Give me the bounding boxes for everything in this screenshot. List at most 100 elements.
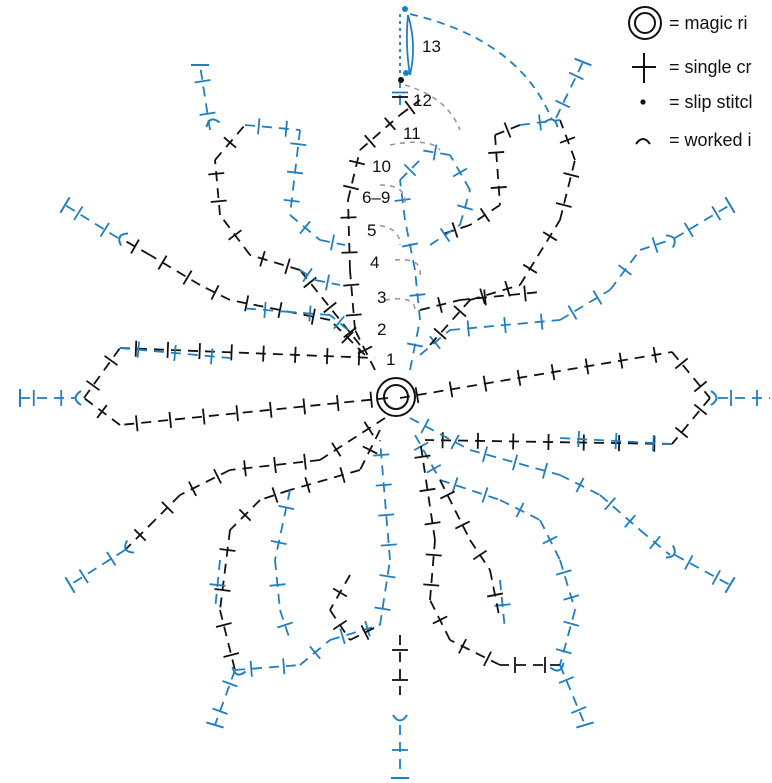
single-crochet-mark: [432, 615, 448, 625]
single-crochet-mark: [604, 497, 616, 511]
single-crochet-mark: [213, 468, 222, 484]
single-crochet-mark: [384, 117, 396, 131]
single-crochet-mark: [343, 184, 359, 191]
yarn-segment: [555, 61, 584, 119]
single-crochet-mark: [426, 464, 442, 474]
yarn-segment: [349, 269, 356, 331]
yarn-segment: [274, 489, 291, 561]
single-crochet-mark: [325, 348, 329, 365]
single-crochet-mark: [339, 628, 346, 645]
single-crochet-mark: [649, 535, 661, 550]
single-crochet-mark: [567, 305, 578, 320]
single-crochet-mark: [479, 207, 491, 223]
single-crochet-mark: [563, 172, 580, 178]
yarn-segment: [674, 204, 731, 239]
single-crochet-mark: [466, 320, 470, 337]
single-crochet-mark: [269, 401, 273, 418]
single-crochet-mark: [290, 142, 307, 146]
single-crochet-mark: [343, 283, 360, 287]
worked-in-arc: [231, 666, 247, 676]
join-arc: [379, 184, 406, 206]
yarn-segment: [439, 479, 501, 501]
single-crochet-mark: [309, 645, 321, 660]
yarn-segment: [319, 239, 346, 246]
yarn-segment: [599, 494, 641, 531]
yarn-segment: [244, 124, 301, 131]
round-label-2: 2: [377, 320, 386, 339]
single-crochet-mark: [130, 239, 140, 254]
single-crochet-mark: [369, 391, 373, 408]
single-crochet-mark: [674, 357, 689, 370]
single-crochet-mark: [504, 280, 511, 297]
legend: = magic ri = single cr = slip stitcl = w…: [628, 6, 753, 150]
yarn-segment: [219, 609, 236, 671]
legend-magic-ring: = magic ri: [669, 13, 748, 33]
yarn-segment: [559, 609, 576, 666]
yarn-segment: [179, 469, 231, 496]
single-crochet-mark: [215, 622, 232, 628]
yarn-segment: [314, 279, 341, 286]
single-crochet-mark: [404, 100, 416, 115]
single-crochet-mark: [339, 467, 346, 483]
yarn-segment: [119, 347, 376, 359]
single-crochet-mark: [263, 301, 267, 319]
single-crochet-mark: [693, 380, 708, 393]
single-crochet-mark: [364, 620, 371, 637]
round-13-loop: [405, 14, 414, 76]
single-crochet-mark: [78, 569, 89, 584]
yarn-segment: [347, 199, 351, 271]
single-crochet-mark: [379, 574, 396, 579]
yarn-segment: [119, 397, 389, 426]
single-crochet-mark: [432, 144, 438, 161]
single-crochet-mark: [304, 477, 311, 493]
single-crochet-mark: [711, 205, 722, 221]
single-crochet-mark: [540, 313, 544, 330]
single-crochet-mark: [571, 706, 587, 714]
single-crochet-mark: [683, 222, 694, 238]
yarn-segment: [671, 351, 711, 399]
single-crochet-mark: [684, 555, 694, 570]
leg-tip-bar: [59, 196, 71, 214]
single-crochet-mark: [414, 454, 431, 459]
single-crochet-mark: [490, 186, 507, 189]
single-crochet-mark: [618, 352, 624, 369]
single-crochet-mark: [333, 315, 345, 330]
single-crochet-mark: [134, 340, 138, 357]
single-crochet-mark: [439, 490, 456, 500]
single-crochet-mark: [303, 453, 307, 470]
single-crochet-mark: [278, 504, 295, 511]
single-crochet-mark: [96, 404, 108, 419]
yarn-segment: [214, 669, 236, 726]
single-crochet-mark: [378, 513, 395, 517]
yarn-segment: [399, 351, 673, 399]
single-crochet-mark: [542, 535, 558, 545]
single-crochet-mark: [308, 305, 312, 322]
single-crochet-mark: [542, 231, 558, 242]
single-crochet-mark: [403, 163, 417, 177]
single-crochet-mark: [555, 648, 572, 655]
single-crochet-mark: [523, 285, 527, 302]
single-crochet-mark: [202, 408, 206, 425]
single-crochet-mark: [325, 274, 330, 291]
single-crochet-mark: [210, 284, 220, 301]
single-crochet-mark: [99, 222, 110, 238]
single-crochet-mark: [212, 707, 228, 715]
single-crochet-mark: [360, 624, 370, 641]
single-crochet-mark: [249, 660, 253, 677]
legend-slip-stitch: = slip stitcl: [669, 92, 753, 112]
single-crochet-mark: [209, 583, 226, 587]
single-crochet-mark: [330, 234, 335, 251]
single-crochet-mark: [188, 481, 197, 497]
worked-in-arc: [549, 662, 565, 672]
yarn-segment: [399, 99, 421, 116]
single-crochet-mark: [262, 345, 265, 362]
single-crochet-mark: [559, 136, 576, 144]
single-crochet-mark: [73, 205, 84, 221]
single-crochet-mark: [577, 430, 580, 448]
single-crochet-mark: [674, 426, 689, 439]
single-crochet-mark: [693, 403, 708, 416]
single-crochet-mark: [135, 415, 139, 432]
yarn-segment: [329, 314, 349, 331]
single-crochet-mark: [614, 432, 618, 450]
single-crochet-mark: [550, 364, 556, 381]
